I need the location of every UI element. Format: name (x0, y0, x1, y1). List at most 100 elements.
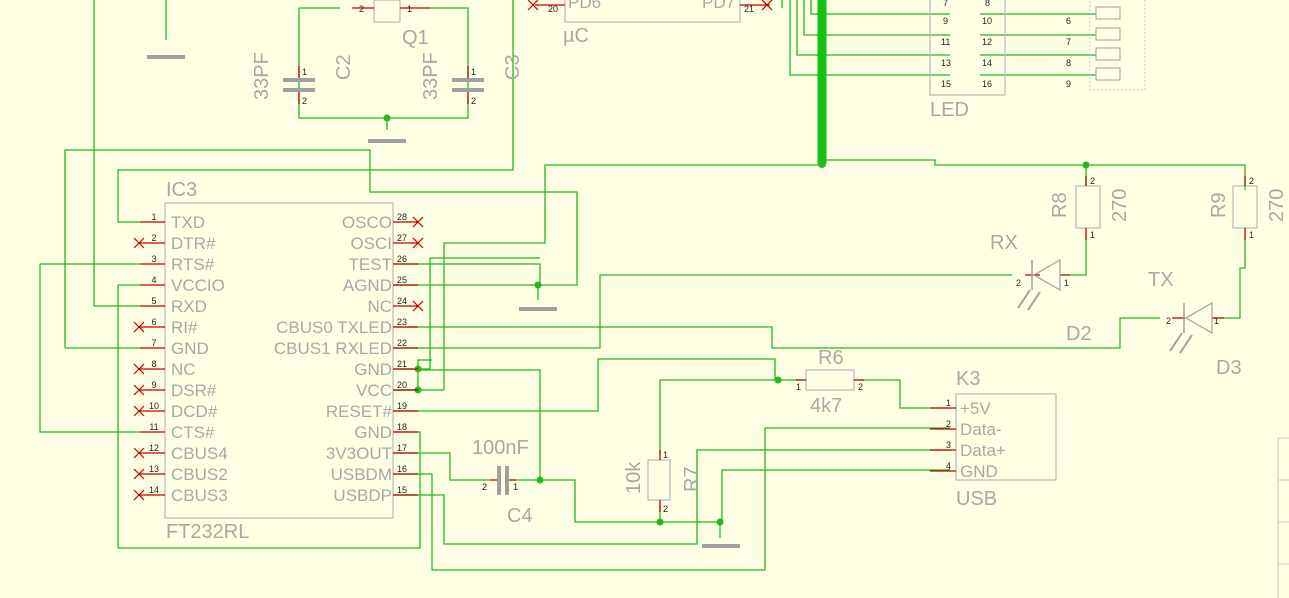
c4-pin1-number: 1 (513, 482, 518, 492)
ic3-pin-number: 17 (397, 443, 407, 453)
r6-pin1-number: 1 (796, 382, 801, 392)
led-pin12-number: 12 (982, 37, 992, 47)
k3-pin-name: Data+ (960, 441, 1006, 460)
led-array-section[interactable]: 7 9 11 13 15 8 10 12 14 16 LED 6 7 8 9 (929, 0, 1146, 121)
r7-pin1-number: 1 (663, 450, 668, 460)
uc-pin20-number: 20 (548, 4, 558, 14)
ic3-pin-number: 14 (149, 485, 159, 495)
ic3-pin-number: 8 (151, 359, 156, 369)
r8-resistor[interactable]: 2 1 R8 270 (1049, 176, 1131, 240)
c3-label: C3 (502, 54, 524, 80)
led-pin15-number: 15 (941, 79, 951, 89)
q1-label: Q1 (402, 27, 429, 49)
ic3-pin-name: NC (171, 360, 196, 379)
d3-pin2-number: 2 (1166, 316, 1171, 326)
ic3-name: IC3 (166, 179, 197, 201)
no-connect-mark (412, 216, 424, 228)
d3-function-label: TX (1148, 269, 1174, 291)
no-connect-mark (133, 405, 145, 417)
crystal-section[interactable]: 2 1 Q1 1 2 33PF C2 1 2 33PF C3 (251, 0, 524, 106)
r6-value: 4k7 (810, 395, 842, 417)
ic3-pin-number: 7 (151, 338, 156, 348)
res-pin7-number: 7 (1066, 37, 1071, 47)
ic3-pin-number: 10 (149, 401, 159, 411)
k3-pin-name: Data- (960, 420, 1002, 439)
r8-pin1-number: 1 (1090, 230, 1095, 240)
c3-pin2-number: 2 (471, 96, 476, 106)
led-pin7-number: 7 (943, 0, 948, 8)
res-pin9-number: 9 (1066, 79, 1071, 89)
ic3-pin-name: CBUS3 (171, 486, 228, 505)
r6-resistor[interactable]: 1 2 R6 4k7 (796, 347, 864, 417)
ic3-pin-name: TEST (349, 255, 392, 274)
led-pin8-number: 8 (985, 0, 990, 8)
ic3-pin-number: 12 (149, 443, 159, 453)
ic3-pin-name: GND (354, 423, 392, 442)
uc-pd7-label: PD7 (702, 0, 735, 12)
r9-pin2-number: 2 (1249, 176, 1254, 186)
led-pin10-number: 10 (982, 16, 992, 26)
ic3-pin-name: CBUS4 (171, 444, 228, 463)
c3-pin1-number: 1 (471, 67, 476, 77)
led-pin16-number: 16 (982, 79, 992, 89)
d3-pin1-number: 1 (1214, 316, 1219, 326)
c2-value: 33PF (251, 52, 273, 100)
r9-pin1-number: 1 (1249, 230, 1254, 240)
k3-pin-name: GND (960, 462, 998, 481)
ic3-pin-number: 13 (149, 464, 159, 474)
ic3-pin-number: 27 (397, 233, 407, 243)
res-pin6-number: 6 (1066, 16, 1071, 26)
q1-pin1-number: 1 (407, 4, 412, 14)
led-label: LED (930, 99, 969, 121)
ic3-pin-name: VCCIO (171, 276, 225, 295)
d2-led[interactable]: 2 1 RX D2 (990, 232, 1092, 345)
ic3-pin-name: GND (171, 339, 209, 358)
ic3-pin-name: NC (367, 297, 392, 316)
ic3-pin-name: DTR# (171, 234, 216, 253)
c4-capacitor[interactable]: 2 1 100nF C4 (472, 437, 533, 527)
d2-function-label: RX (990, 232, 1018, 254)
d2-label: D2 (1066, 323, 1092, 345)
ic3-pin-number: 15 (397, 485, 407, 495)
ic3-pin-number: 11 (149, 422, 158, 432)
res-pin8-number: 8 (1066, 58, 1071, 68)
ic3-pin-number: 9 (151, 380, 156, 390)
k3-pin-number: 3 (946, 440, 951, 450)
ic3-pin-number: 5 (151, 296, 156, 306)
ic3-pin-name: 3V3OUT (326, 444, 392, 463)
ic3-pin-name: RESET# (326, 402, 393, 421)
ic3-pin-number: 6 (151, 317, 156, 327)
c2-pin1-number: 1 (302, 67, 307, 77)
ic3-pin-name: CBUS1 RXLED (274, 339, 392, 358)
ic3-pin-name: USBDP (333, 486, 392, 505)
r6-label: R6 (818, 347, 844, 369)
ic3-pin-name: RTS# (171, 255, 215, 274)
no-connect-mark (133, 321, 145, 333)
ic3-pin-name: CBUS0 TXLED (276, 318, 392, 337)
led-pin14-number: 14 (982, 58, 992, 68)
k3-label: K3 (956, 368, 980, 390)
d3-led[interactable]: 2 1 TX D3 (1148, 269, 1242, 379)
no-connect-mark (412, 237, 424, 249)
q1-pin2-number: 2 (359, 4, 364, 14)
ic3-pin-number: 22 (397, 338, 407, 348)
uc-pin21-number: 21 (744, 4, 754, 14)
ground-symbols (147, 55, 740, 548)
ic3-pin-name: CTS# (171, 423, 215, 442)
r7-resistor[interactable]: 1 2 10k R7 (623, 450, 703, 514)
ic3-pin-name: GND (354, 360, 392, 379)
microcontroller-section[interactable]: PD6 PD7 20 21 µC (527, 0, 773, 47)
k3-pin-number: 4 (946, 461, 951, 471)
no-connect-mark (133, 447, 145, 459)
r8-value: 270 (1109, 189, 1131, 222)
sheet-frame (1277, 437, 1289, 598)
c3-value: 33PF (420, 52, 442, 100)
ic3-pin-number: 16 (397, 464, 407, 474)
ic3-pin-name: RI# (171, 318, 198, 337)
r9-resistor[interactable]: 2 1 R9 270 (1208, 176, 1288, 240)
ic3-part: FT232RL (166, 521, 249, 543)
